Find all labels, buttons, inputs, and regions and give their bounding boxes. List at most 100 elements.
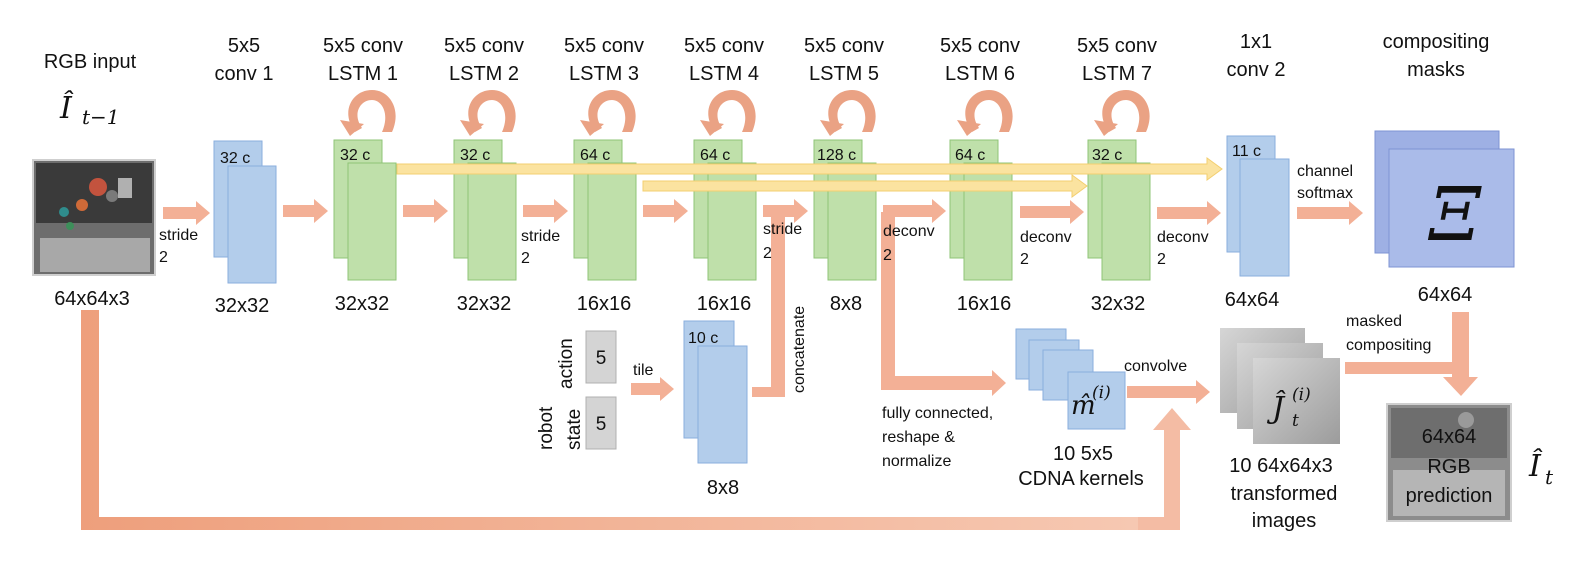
mask-symbol: Ξ (1427, 172, 1482, 258)
loop-lstm5 (820, 90, 876, 136)
lstm6-title-2: LSTM 6 (945, 63, 1015, 85)
concatenate-label: concatenate (791, 306, 808, 393)
conv1-title-1: 5x5 (228, 35, 260, 57)
arrow-lstm1-to-lstm2 (403, 199, 448, 223)
lstm2-title-1: 5x5 conv (444, 35, 524, 57)
prediction-symbol-sub: t (1545, 465, 1554, 489)
lstm6-channels: 64 c (955, 147, 985, 164)
state-label: state (564, 409, 585, 450)
forward-arrows (163, 199, 1478, 404)
masked-label-2: compositing (1346, 337, 1431, 354)
deconv-label-2: deconv (1020, 229, 1072, 246)
lstm2-size: 32x32 (457, 293, 512, 315)
cdna-symbol: m̂ (1071, 391, 1096, 421)
deconv-num-2: 2 (1020, 251, 1029, 268)
arrow-tile (631, 377, 674, 401)
cdna-kernels: m̂ (i) (1015, 328, 1126, 430)
loop-lstm7 (1094, 90, 1150, 136)
cdna-caption-1: 10 5x5 (1053, 443, 1113, 465)
arrow-lstm7-to-conv2 (1157, 201, 1221, 225)
transformed-symbol-sup: (i) (1292, 385, 1311, 405)
lstm1-title-2: LSTM 1 (328, 63, 398, 85)
loop-lstm2 (460, 90, 516, 136)
conv1-title-2: conv 1 (215, 63, 274, 85)
input-skip-connection (81, 310, 1191, 530)
conv2-size: 64x64 (1225, 289, 1280, 311)
input-symbol: Î (59, 90, 74, 126)
arrow-to-cdna (881, 212, 1006, 396)
lstm1-block (333, 139, 397, 281)
arrow-lstm5-to-lstm6 (883, 199, 946, 223)
lstm7-channels: 32 c (1092, 147, 1122, 164)
lstm5-channels: 128 c (817, 147, 856, 164)
arrow-conv1-to-lstm1 (283, 199, 328, 223)
transformed-images: Ĵ (i) t (1220, 328, 1340, 444)
input-symbol-sub: t−1 (82, 105, 120, 129)
conv1-size: 32x32 (215, 295, 270, 317)
tiled-size: 8x8 (707, 477, 739, 499)
lstm1-title-1: 5x5 conv (323, 35, 403, 57)
lstm3-title-2: LSTM 3 (569, 63, 639, 85)
robot-inputs: 5 5 robot action state (536, 330, 617, 450)
fc-label-3: normalize (882, 453, 951, 470)
arrow-convolve (1127, 380, 1210, 404)
cdna-caption-2: CDNA kernels (1018, 468, 1144, 490)
lstm5-title-2: LSTM 5 (809, 63, 879, 85)
input-size: 64x64x3 (54, 288, 130, 310)
lstm7-size: 32x32 (1091, 293, 1146, 315)
deconv-label-1: deconv (883, 223, 935, 240)
input-title: RGB input (44, 51, 137, 73)
lstm4-title-2: LSTM 4 (689, 63, 759, 85)
loop-lstm3 (580, 90, 636, 136)
stride-num-3: 2 (763, 245, 772, 262)
convolve-label: convolve (1124, 358, 1187, 375)
transformed-caption-3: images (1252, 510, 1316, 532)
channel-softmax-2: softmax (1297, 185, 1353, 202)
loop-lstm6 (957, 90, 1013, 136)
labels: RGB input Î t−1 64x64x3 5x5 conv 1 5x5 c… (44, 31, 1554, 532)
lstm3-size: 16x16 (577, 293, 632, 315)
lstm2-block (453, 139, 517, 281)
arrow-lstm3-to-lstm4 (643, 199, 688, 223)
stride-label-1: stride (159, 227, 198, 244)
rgb-prediction-image (1386, 403, 1512, 522)
compositing-masks-block: Ξ (1374, 130, 1515, 268)
conv1-channels: 32 c (220, 150, 250, 167)
deconv-label-3: deconv (1157, 229, 1209, 246)
prediction-caption-1: 64x64 (1422, 426, 1477, 448)
lstm5-title-1: 5x5 conv (804, 35, 884, 57)
arrow-input-to-conv1 (163, 201, 210, 225)
stride-label-3: stride (763, 221, 802, 238)
arrow-lstm4-to-lstm5 (763, 199, 808, 223)
arrow-masks-down (1443, 312, 1478, 396)
state-dim: 5 (596, 414, 607, 435)
recurrent-loops (340, 90, 1150, 136)
channel-softmax-1: channel (1297, 163, 1353, 180)
loop-lstm4 (700, 90, 756, 136)
tile-label: tile (633, 362, 654, 379)
lstm3-channels: 64 c (580, 147, 610, 164)
arrow-lstm6-to-lstm7 (1020, 200, 1084, 224)
stride-label-2: stride (521, 228, 560, 245)
lstm2-channels: 32 c (460, 147, 490, 164)
conv2-title-1: 1x1 (1240, 31, 1272, 53)
prediction-caption-3: prediction (1406, 485, 1493, 507)
fc-label-1: fully connected, (882, 405, 993, 422)
prediction-symbol: Î (1528, 448, 1543, 484)
tiled-block: 10 c (683, 320, 748, 464)
lstm6-size: 16x16 (957, 293, 1012, 315)
conv2-block (1226, 135, 1290, 277)
skip-lstm3-to-lstm7 (642, 174, 1088, 198)
lstm7-title-1: 5x5 conv (1077, 35, 1157, 57)
lstm4-size: 16x16 (697, 293, 752, 315)
lstm7-block (1087, 139, 1151, 281)
stride-num-1: 2 (159, 249, 168, 266)
robot-label: robot (536, 406, 557, 450)
lstm4-channels: 64 c (700, 147, 730, 164)
lstm1-size: 32x32 (335, 293, 390, 315)
cdna-symbol-sup: (i) (1092, 383, 1111, 403)
lstm6-title-1: 5x5 conv (940, 35, 1020, 57)
lstm7-title-2: LSTM 7 (1082, 63, 1152, 85)
lstm1-channels: 32 c (340, 147, 370, 164)
masks-title-2: masks (1407, 59, 1465, 81)
